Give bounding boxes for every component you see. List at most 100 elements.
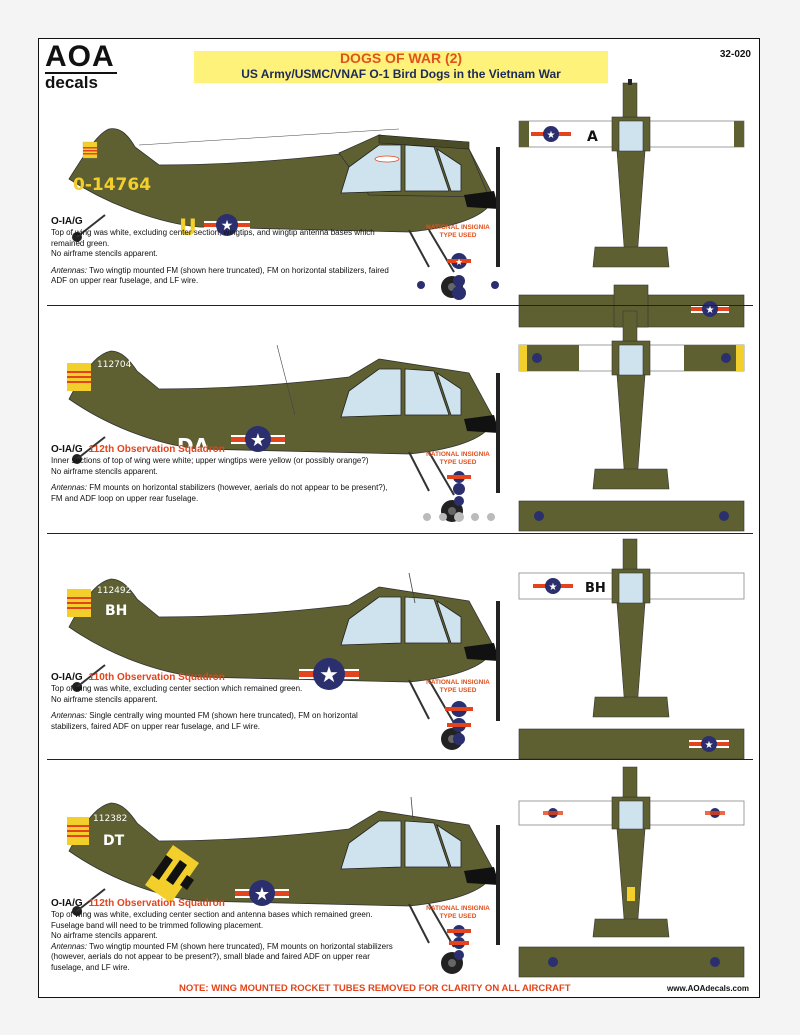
svg-text:★: ★ <box>549 582 558 593</box>
vnaf-flag-3 <box>67 589 91 617</box>
description-4: O-IA/G 112th Observation Squadron Top of … <box>51 897 396 973</box>
tail-serial-2: 112704 <box>97 360 132 370</box>
svg-text:★: ★ <box>705 740 714 751</box>
tail-serial-3: 112492 <box>97 586 131 596</box>
antennas-label-1: Antennas: <box>51 265 88 275</box>
national-insignia-2: ★ <box>231 426 285 452</box>
checker-band-4 <box>145 845 199 903</box>
ni-label-line-2b: TYPE USED <box>439 459 477 466</box>
logo-text-top: AOA <box>45 40 115 73</box>
ni-label-line-2a: NATIONAL INSIGNIA <box>426 451 490 458</box>
tail-serial-4: 112382 <box>93 814 127 824</box>
vnaf-flag-4 <box>67 817 89 845</box>
aircraft-type-heading-1: O-IA/G <box>51 215 396 228</box>
description-1: O-IA/G Top of wing was white, excluding … <box>51 215 396 287</box>
fuselage-code-1: U <box>179 216 197 241</box>
ni-label-line-4a: NATIONAL INSIGNIA <box>426 905 490 912</box>
antennas-note-4: Antennas: Two wingtip mounted FM (shown … <box>51 942 396 974</box>
desc-line-1-1: Top of wing was white, excluding center … <box>51 228 375 248</box>
antennas-note-2: Antennas: FM mounts on horizontal stabil… <box>51 483 396 504</box>
svg-text:★: ★ <box>547 130 556 141</box>
desc-line-2-1: Inner sections of top of wing were white… <box>51 456 369 465</box>
desc-line-4-2: Fuselage band will need to be trimmed fo… <box>51 920 264 930</box>
national-insignia-1: ★ <box>204 214 250 236</box>
side-profile-1: 0-14764 U ★ <box>68 128 500 298</box>
antennas-note-3: Antennas: Single centrally wing mounted … <box>51 711 396 732</box>
aircraft-type-2: O-IA/G <box>51 444 83 455</box>
wing-insignia-1: ★ <box>531 126 571 142</box>
page-subtitle: US Army/USMC/VNAF O-1 Bird Dogs in the V… <box>241 67 561 81</box>
tail-serial-1: 0-14764 <box>73 175 151 195</box>
decal-sheet: AOA decals 32-020 DOGS OF WAR (2) US Arm… <box>38 38 760 998</box>
desc-line-1-2: No airframe stencils apparent. <box>51 249 158 258</box>
svg-text:★: ★ <box>221 217 234 233</box>
desc-line-3-1: Top of wing was white, excluding center … <box>51 684 303 693</box>
fuselage-code-4: DT <box>103 833 125 849</box>
national-insignia-label-3: NATIONAL INSIGNIA TYPE USED <box>419 679 497 695</box>
page-title: DOGS OF WAR (2) <box>339 50 463 66</box>
antennas-text-4: Two wingtip mounted FM (shown here trunc… <box>51 941 393 972</box>
aircraft-type-heading-4: O-IA/G 112th Observation Squadron <box>51 897 396 910</box>
antennas-label-4: Antennas: <box>51 941 88 951</box>
national-insignia-label-1: NATIONAL INSIGNIA TYPE USED <box>419 224 497 240</box>
insignia-set-1: ★ <box>417 253 499 300</box>
wing-code-3: BH <box>585 581 606 596</box>
antennas-text-2: FM mounts on horizontal stabilizers (how… <box>51 483 388 503</box>
squadron-name-4: 112th Observation Squadron <box>88 898 225 909</box>
top-view-1: ★ A ★ <box>518 79 745 328</box>
title-box: DOGS OF WAR (2) US Army/USMC/VNAF O-1 Bi… <box>194 51 608 83</box>
top-view-3: ★ BH ★ <box>518 538 745 760</box>
ni-label-line-1: NATIONAL INSIGNIA <box>426 224 490 231</box>
ni-label-line-3a: NATIONAL INSIGNIA <box>426 679 490 686</box>
aircraft-type-3: O-IA/G <box>51 672 83 683</box>
description-2: O-IA/G 112th Observation Squadron Inner s… <box>51 443 396 504</box>
top-view-4 <box>518 766 745 978</box>
svg-text:★: ★ <box>319 662 339 687</box>
product-code: 32-020 <box>719 49 751 60</box>
squadron-name-3: 110th Observation Squadron <box>88 672 225 683</box>
antennas-note-1: Antennas: Two wingtip mounted FM (shown … <box>51 266 396 287</box>
desc-line-2-2: No airframe stencils apparent. <box>51 466 158 476</box>
svg-text:★: ★ <box>706 305 715 316</box>
svg-text:★: ★ <box>254 884 270 904</box>
aircraft-type-heading-2: O-IA/G 112th Observation Squadron <box>51 443 396 456</box>
squadron-name-2: 112th Observation Squadron <box>88 444 225 455</box>
national-insignia-label-4: NATIONAL INSIGNIA TYPE USED <box>419 905 497 921</box>
insignia-set-2 <box>423 471 495 522</box>
ni-label-line-4b: TYPE USED <box>439 913 477 920</box>
top-view-2 <box>518 310 745 532</box>
fuselage-code-2: DA <box>177 434 210 458</box>
insignia-set-4 <box>447 925 471 960</box>
ni-label-line-3b: TYPE USED <box>439 687 477 694</box>
vnaf-flag-2 <box>67 363 91 391</box>
aircraft-type-4: O-IA/G <box>51 898 83 909</box>
national-insignia-3: ★ <box>299 658 359 690</box>
svg-text:★: ★ <box>250 430 266 450</box>
section-divider-2 <box>47 533 753 534</box>
aoa-logo: AOA decals <box>45 40 117 91</box>
side-profile-4: 112382 DT ★ <box>67 796 500 974</box>
desc-line-4-3: No airframe stencils apparent. <box>51 931 158 940</box>
antennas-label-3: Antennas: <box>51 711 88 720</box>
antennas-text-1: Two wingtip mounted FM (shown here trunc… <box>51 265 389 286</box>
wing-insignia-3: ★ <box>533 578 573 594</box>
desc-line-4-1: Top of wing was white, excluding center … <box>51 910 373 919</box>
insignia-set-3 <box>445 701 473 745</box>
section-divider-1 <box>47 305 753 306</box>
svg-text:★: ★ <box>455 257 463 267</box>
section-divider-3 <box>47 759 753 760</box>
national-insignia-4: ★ <box>235 880 289 906</box>
antennas-label-2: Antennas: <box>51 483 88 492</box>
website-link[interactable]: www.AOAdecals.com <box>667 984 749 993</box>
side-profile-3: 112492 BH ★ <box>67 572 500 750</box>
desc-line-3-2: No airframe stencils apparent. <box>51 694 158 704</box>
description-3: O-IA/G 110th Observation Squadron Top of … <box>51 671 396 732</box>
wing-code-1: A <box>587 129 598 145</box>
footer-note: NOTE: WING MOUNTED ROCKET TUBES REMOVED … <box>179 983 571 994</box>
aircraft-type-1: O-IA/G <box>51 216 83 227</box>
ni-label-line-2: TYPE USED <box>439 232 477 239</box>
national-insignia-label-2: NATIONAL INSIGNIA TYPE USED <box>419 451 497 467</box>
aircraft-type-heading-3: O-IA/G 110th Observation Squadron <box>51 671 396 684</box>
antennas-text-3: Single centrally wing mounted FM (shown … <box>51 711 358 731</box>
logo-text-bottom: decals <box>45 72 117 91</box>
